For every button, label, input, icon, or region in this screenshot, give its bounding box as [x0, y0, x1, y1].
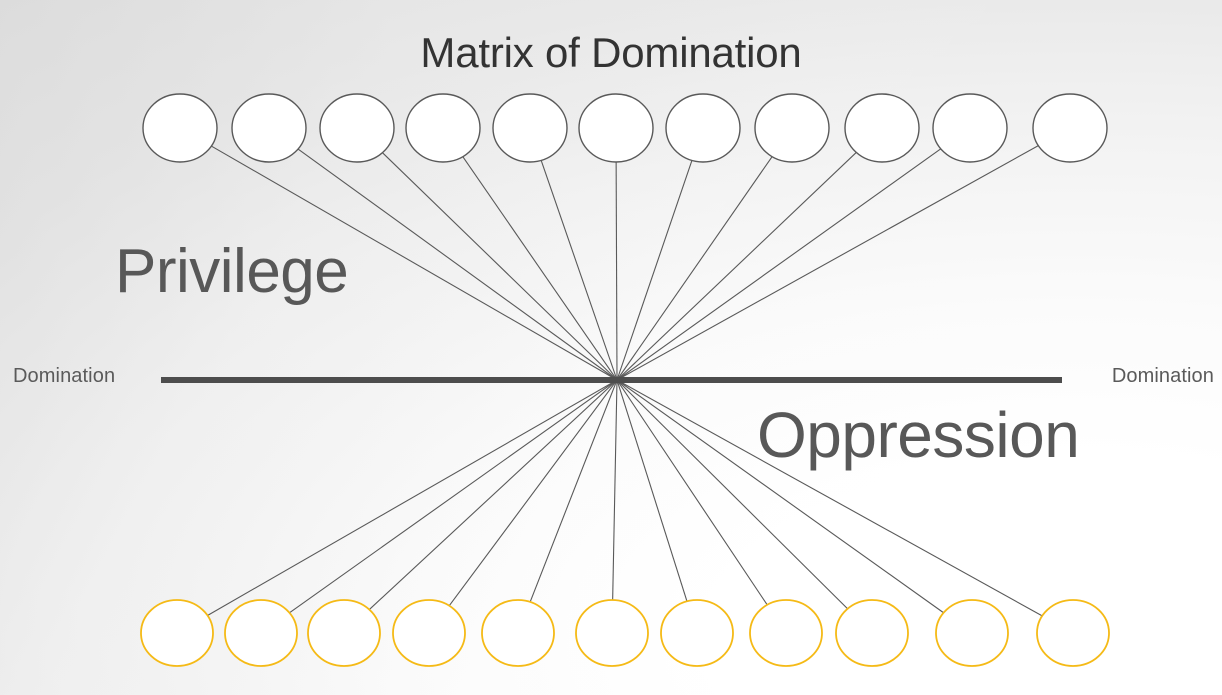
oppression-node-10[interactable]	[935, 599, 1009, 667]
connector-line-oppression-1	[207, 379, 618, 616]
oppression-node-4[interactable]	[392, 599, 466, 667]
connector-line-privilege-1	[211, 145, 618, 381]
privilege-node-3[interactable]	[319, 93, 395, 163]
privilege-node-9[interactable]	[844, 93, 920, 163]
oppression-label: Oppression	[757, 399, 1080, 471]
page-title: Matrix of Domination	[420, 29, 802, 76]
oppression-node-5[interactable]	[481, 599, 555, 667]
connector-line-oppression-10	[616, 379, 944, 614]
domination-label-right: Domination	[1111, 365, 1214, 387]
domination-label-left: Domination	[13, 365, 116, 387]
oppression-node-2[interactable]	[224, 599, 298, 667]
privilege-node-4[interactable]	[405, 93, 481, 163]
privilege-label: Privilege	[115, 237, 349, 306]
connector-line-oppression-8	[616, 379, 768, 606]
oppression-node-row	[140, 599, 1110, 667]
oppression-node-9[interactable]	[835, 599, 909, 667]
connector-line-oppression-2	[289, 379, 618, 614]
oppression-node-7[interactable]	[660, 599, 734, 667]
connector-line-oppression-11	[616, 379, 1043, 617]
oppression-node-6[interactable]	[575, 599, 649, 667]
connector-line-privilege-5	[540, 160, 618, 381]
connector-line-oppression-9	[616, 379, 848, 610]
oppression-node-3[interactable]	[307, 599, 381, 667]
oppression-node-8[interactable]	[749, 599, 823, 667]
connector-lines-top	[211, 145, 1039, 381]
connector-line-privilege-2	[297, 148, 618, 381]
oppression-node-11[interactable]	[1036, 599, 1110, 667]
privilege-node-row	[142, 93, 1108, 163]
connector-line-privilege-8	[616, 156, 773, 381]
connector-line-privilege-10	[616, 148, 942, 381]
connector-line-oppression-4	[448, 379, 618, 607]
connector-line-oppression-5	[529, 379, 618, 603]
connector-line-privilege-6	[615, 161, 618, 381]
connector-line-privilege-7	[616, 160, 693, 381]
connector-line-privilege-3	[382, 152, 618, 381]
connector-line-privilege-9	[616, 152, 857, 381]
privilege-node-1[interactable]	[142, 93, 218, 163]
connector-line-oppression-7	[616, 379, 688, 602]
connector-line-privilege-4	[462, 156, 618, 381]
privilege-node-11[interactable]	[1032, 93, 1108, 163]
privilege-node-6[interactable]	[578, 93, 654, 163]
privilege-node-2[interactable]	[231, 93, 307, 163]
connector-line-oppression-3	[368, 379, 618, 610]
privilege-node-10[interactable]	[932, 93, 1008, 163]
oppression-node-1[interactable]	[140, 599, 214, 667]
privilege-node-8[interactable]	[754, 93, 830, 163]
privilege-node-7[interactable]	[665, 93, 741, 163]
connector-line-privilege-11	[616, 145, 1039, 381]
connector-lines-bottom	[207, 379, 1043, 617]
connector-line-oppression-6	[612, 379, 618, 601]
privilege-node-5[interactable]	[492, 93, 568, 163]
